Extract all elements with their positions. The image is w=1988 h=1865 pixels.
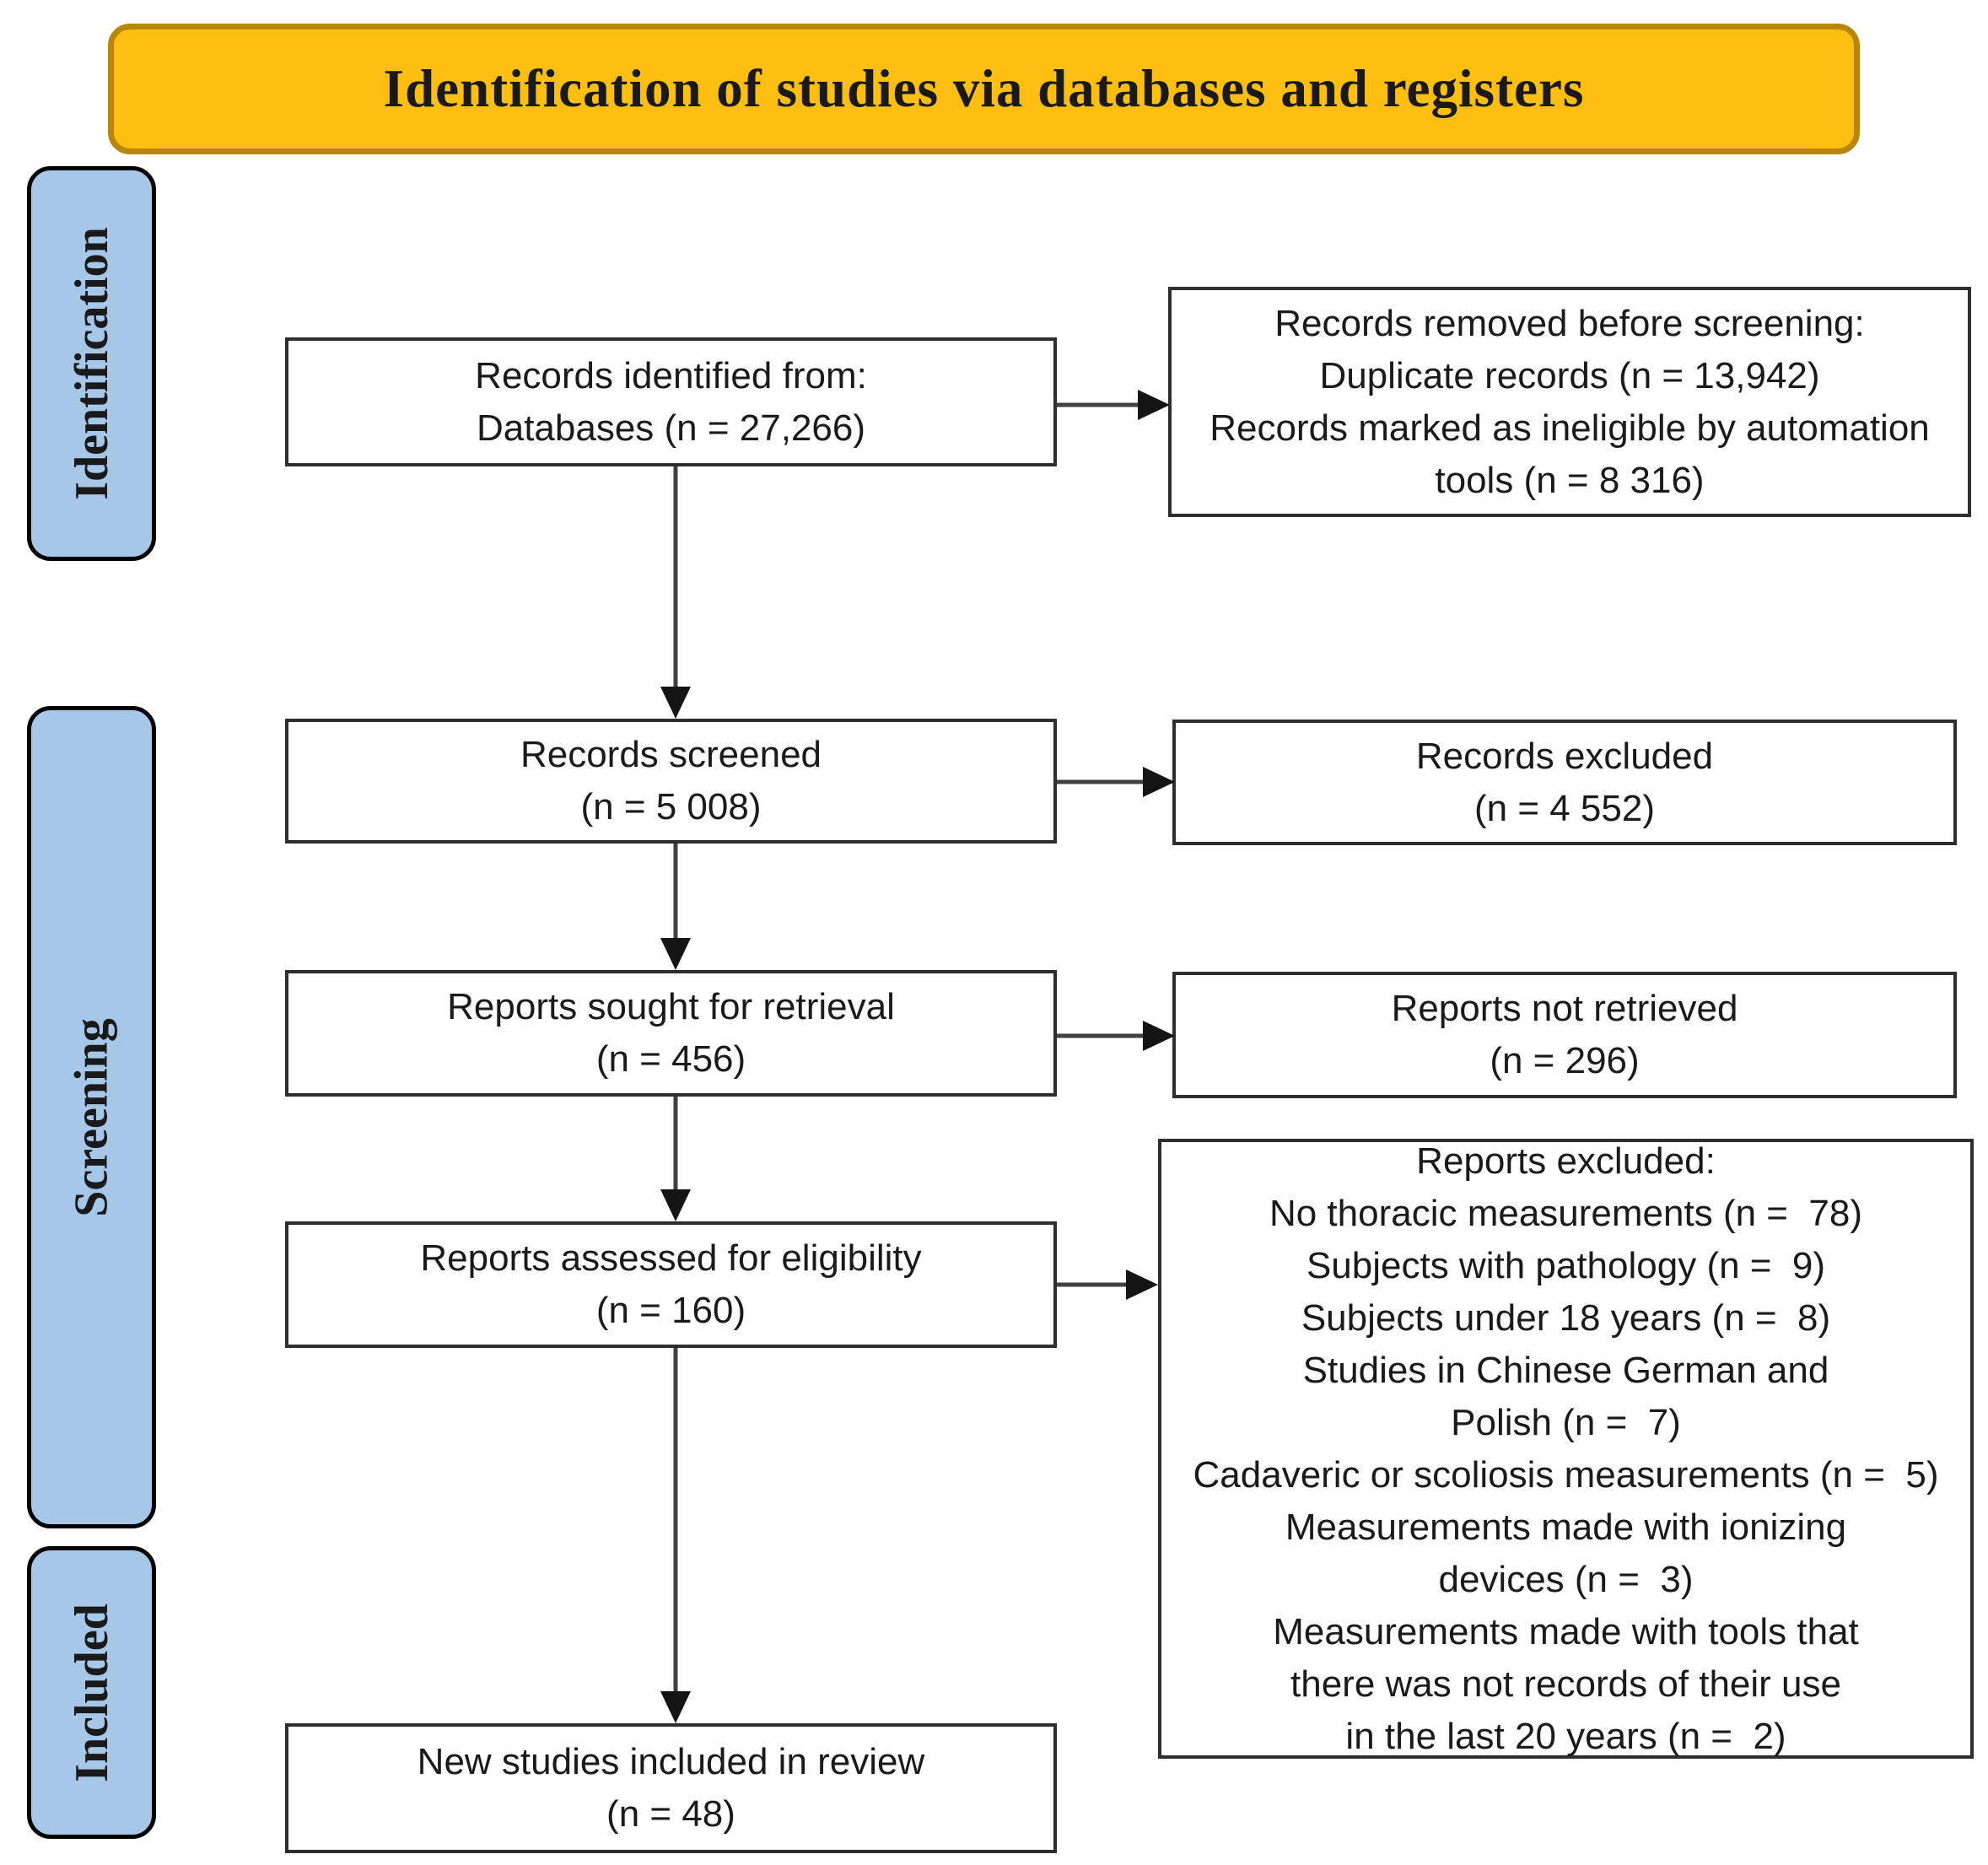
arrow-assessed-to-included [660,1348,691,1723]
stage-identification-label: Identification [65,227,118,500]
arrow-identified-to-screened [660,466,691,719]
stage-included: Included [27,1546,156,1839]
box-reports-assessed: Reports assessed for eligibility (n = 16… [285,1221,1057,1348]
title-banner: Identification of studies via databases … [108,24,1860,154]
box-records-identified: Records identified from: Databases (n = … [285,337,1057,466]
stage-identification: Identification [27,166,156,561]
arrow-sought-to-assessed [660,1097,691,1221]
arrow-screened-to-excluded [1057,767,1175,797]
arrow-screened-to-sought [660,844,691,970]
box-records-excluded: Records excluded (n = 4 552) [1172,720,1957,845]
arrow-identified-to-removed [1057,390,1170,420]
box-records-removed: Records removed before screening: Duplic… [1168,287,1971,517]
box-reports-not-retrieved: Reports not retrieved (n = 296) [1172,972,1957,1098]
box-reports-sought: Reports sought for retrieval (n = 456) [285,970,1057,1097]
box-records-screened: Records screened (n = 5 008) [285,719,1057,844]
box-reports-excluded: Reports excluded: No thoracic measuremen… [1158,1139,1974,1759]
stage-screening-label: Screening [65,1017,118,1217]
stage-included-label: Included [65,1603,118,1782]
arrow-assessed-to-reports-excluded [1057,1269,1158,1300]
arrow-sought-to-not-retrieved [1057,1021,1175,1051]
diagram-title: Identification of studies via databases … [383,59,1585,118]
box-new-studies-included: New studies included in review (n = 48) [285,1723,1057,1853]
stage-screening: Screening [27,706,156,1528]
